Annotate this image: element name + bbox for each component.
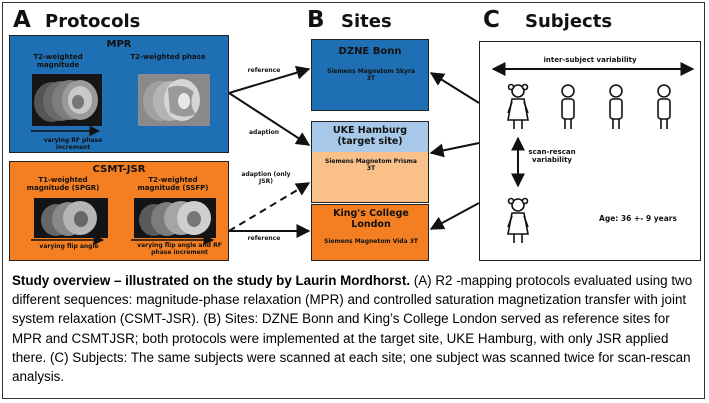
- study-overview-figure: A Protocols B Sites C Subjects MPR T2-we…: [3, 3, 706, 265]
- csmt-ssfp-image: [134, 198, 216, 238]
- site-name: UKE Hamburg (target site): [332, 125, 408, 147]
- site-name: King's College London: [333, 208, 409, 230]
- panel-c-letter: C: [483, 7, 500, 33]
- subjects-to-kings-arrow: [429, 202, 480, 230]
- figure-frame: A Protocols B Sites C Subjects MPR T2-we…: [2, 2, 705, 399]
- arrow-label-adaption-jsr: adaption (only JSR): [241, 171, 291, 185]
- figure-caption: Study overview – illustrated on the stud…: [12, 271, 702, 386]
- diagram-arrows: [31, 62, 695, 246]
- csmt-axis1-label: varying flip angle: [39, 243, 99, 250]
- site-scanner: Siemens Magnetom Vida 3T: [324, 238, 418, 245]
- scan-rescan-label: scan-rescan variability: [528, 148, 576, 164]
- mpr-image1-label: T2-weighted magnitude: [33, 53, 83, 69]
- subject-4-icon: [657, 84, 671, 129]
- panel-a-letter: A: [13, 7, 31, 33]
- arrow-label-adaption: adaption: [248, 129, 279, 136]
- mpr-image2-label: T2-weighted phase: [130, 53, 206, 61]
- site-kings-college: King's College London Siemens Magnetom V…: [311, 204, 429, 261]
- site-dzne-bonn: DZNE Bonn Siemens Magnetom Skyra 3T: [311, 39, 429, 111]
- csmt-image2-label: T2-weighted magnitude (SSFP): [137, 176, 209, 192]
- mpr-phase-image: [138, 74, 210, 126]
- mpr-axis-label: varying RF phase increment: [43, 137, 103, 151]
- subjects-to-dzne-arrow: [429, 72, 480, 104]
- panel-c-title: Subjects: [525, 11, 613, 32]
- inter-subject-label: inter-subject variability: [543, 56, 637, 64]
- csmt-title: CSMT-JSR: [92, 164, 146, 175]
- mpr-protocol-box: MPR T2-weighted magnitude T2-weighted ph…: [9, 35, 229, 153]
- csmt-protocol-box: CSMT-JSR T1-weighted magnitude (SPGR) T2…: [9, 161, 229, 261]
- csmt-to-uke-dashed-arrow: [228, 182, 311, 232]
- subject-3-icon: [609, 84, 623, 129]
- subject-1-rescan-icon: [507, 197, 529, 243]
- subject-1-icon: [507, 83, 529, 129]
- panel-b-letter: B: [307, 7, 325, 33]
- subjects-to-uke-arrow: [429, 142, 480, 158]
- site-name: DZNE Bonn: [338, 46, 402, 57]
- mpr-to-dzne-arrow: [228, 65, 311, 94]
- mpr-title: MPR: [106, 39, 132, 50]
- mpr-to-uke-arrow: [228, 92, 311, 146]
- panel-b-title: Sites: [341, 11, 392, 32]
- csmt-axis2-label: varying flip angle and RF phase incremen…: [137, 242, 222, 256]
- mpr-magnitude-image: [32, 74, 102, 126]
- site-scanner: Siemens Magnetom Prisma 3T: [325, 158, 417, 172]
- subject-2-icon: [561, 84, 575, 129]
- csmt-image1-label: T1-weighted magnitude (SPGR): [26, 176, 100, 192]
- age-label: Age: 36 +- 9 years: [599, 214, 677, 223]
- caption-bold: Study overview – illustrated on the stud…: [12, 273, 411, 288]
- csmt-spgr-image: [34, 198, 108, 238]
- arrow-label-reference-top: reference: [247, 67, 281, 74]
- site-uke-hamburg: UKE Hamburg (target site) Siemens Magnet…: [311, 121, 429, 203]
- arrow-label-reference-bottom: reference: [247, 235, 281, 242]
- uke-header-band: [312, 122, 428, 152]
- caption-text: (A) R2 -mapping protocols evaluated usin…: [12, 273, 693, 385]
- panel-a-title: Protocols: [45, 11, 141, 32]
- site-scanner: Siemens Magnetom Skyra 3T: [327, 68, 415, 82]
